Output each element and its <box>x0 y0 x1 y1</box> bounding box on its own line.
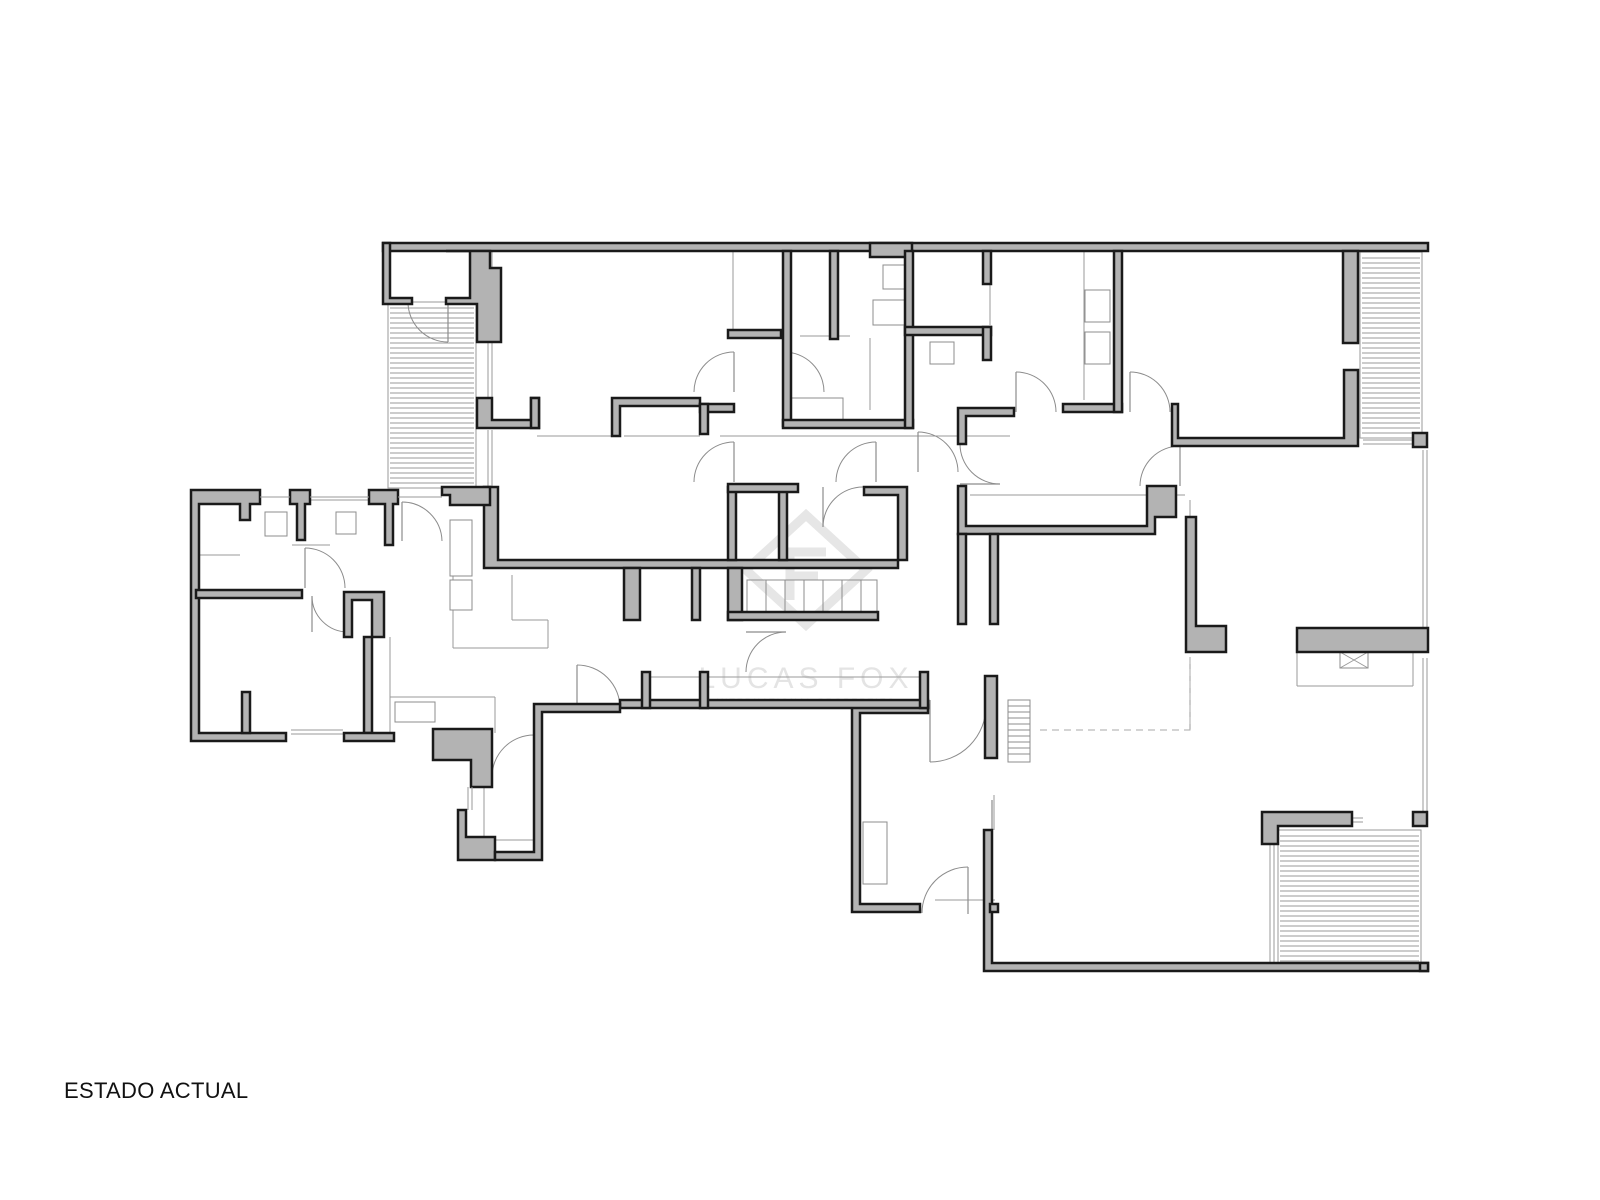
plan-caption: ESTADO ACTUAL <box>64 1078 249 1103</box>
thin-partitions <box>195 250 1428 970</box>
radiator <box>1007 699 1031 763</box>
bidet-fixture <box>872 299 909 326</box>
sink-fixture <box>929 341 955 365</box>
cooktop <box>449 519 473 577</box>
top-right-balcony-hatch <box>1359 251 1423 439</box>
desk <box>862 821 888 885</box>
window-frames <box>260 496 473 810</box>
bathtub-fixture <box>787 397 844 423</box>
dashed-outline <box>1040 656 1191 731</box>
washbasin <box>264 511 288 537</box>
bottom-right-terrace-hatch <box>1277 829 1422 971</box>
wc-fixture-2 <box>1084 289 1111 323</box>
sink-kitchen <box>394 701 436 723</box>
left-balcony-hatch <box>387 301 477 489</box>
lucas-fox-logo-icon <box>739 508 873 632</box>
walls <box>189 241 1430 973</box>
oven <box>449 579 473 611</box>
wc-left <box>335 511 357 535</box>
sink-fixture-2 <box>1084 331 1111 365</box>
watermark-brand: LUCAS FOX <box>698 662 913 695</box>
